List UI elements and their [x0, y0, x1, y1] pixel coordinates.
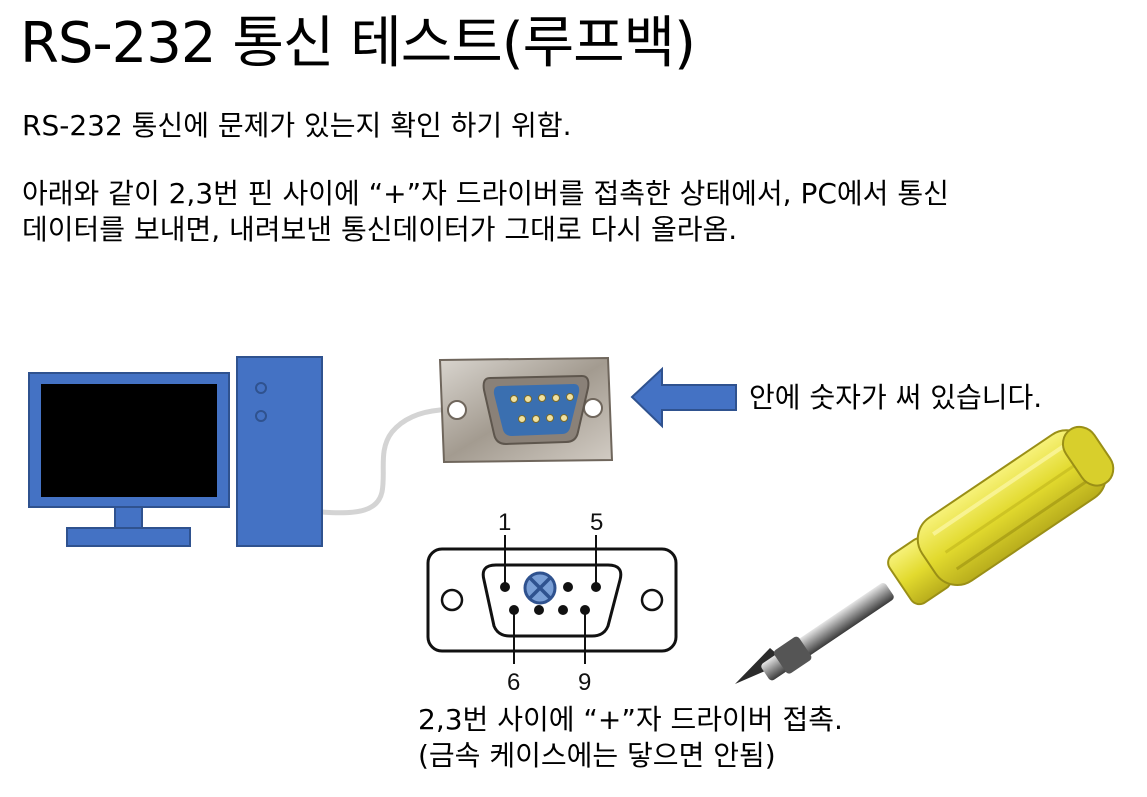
x-circle-icon [523, 571, 557, 605]
contact-note-line-2: (금속 케이스에는 닿으면 안됨) [418, 739, 776, 772]
db9-pinout-diagram: 1 5 6 9 [426, 509, 678, 696]
pin-label-6: 6 [507, 669, 520, 696]
desktop-computer-icon [28, 356, 443, 547]
pin-label-5: 5 [590, 509, 603, 536]
page-title: RS-232 통신 테스트(루프백) [20, 11, 696, 76]
callout-text: 안에 숫자가 써 있습니다. [749, 381, 1043, 414]
instruction-text: 아래와 같이 2,3번 핀 사이에 “+”자 드라이버를 접촉한 상태에서, P… [22, 176, 949, 248]
pin-label-1: 1 [498, 509, 511, 536]
left-arrow-icon [630, 366, 737, 429]
intro-text: RS-232 통신에 문제가 있는지 확인 하기 위함. [22, 109, 572, 142]
db9-connector-icon [438, 356, 614, 464]
instruction-line-1: 아래와 같이 2,3번 핀 사이에 “+”자 드라이버를 접촉한 상태에서, P… [22, 177, 949, 210]
pin-label-9: 9 [578, 669, 591, 696]
contact-note-line-1: 2,3번 사이에 “+”자 드라이버 접촉. [418, 703, 843, 736]
screwdriver-icon [735, 425, 1115, 684]
instruction-line-2: 데이터를 보내면, 내려보낸 통신데이터가 그대로 다시 올라옴. [22, 213, 738, 246]
contact-note: 2,3번 사이에 “+”자 드라이버 접촉. (금속 케이스에는 닿으면 안됨) [418, 702, 843, 774]
